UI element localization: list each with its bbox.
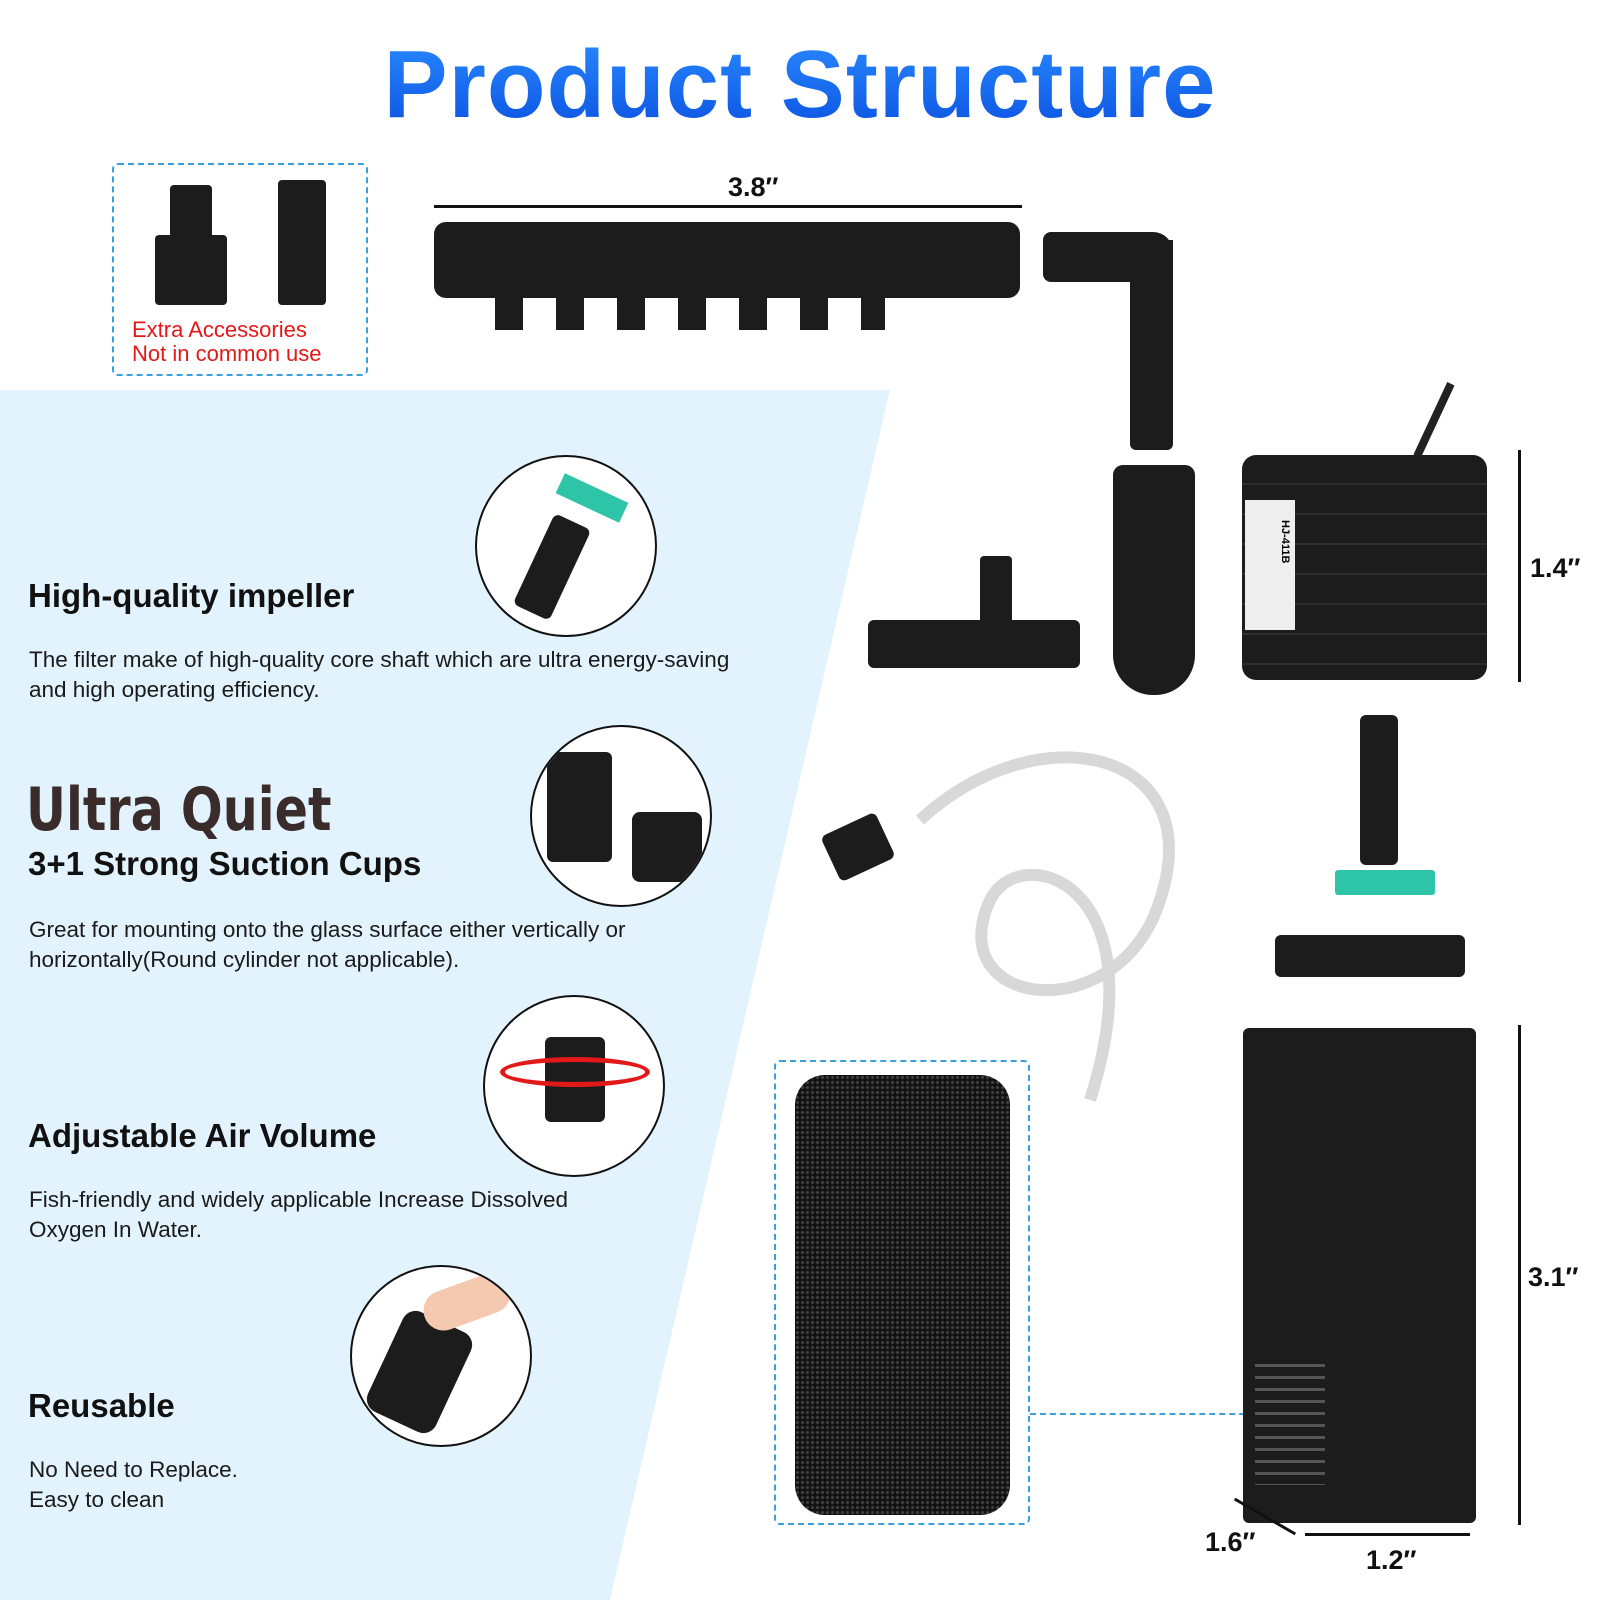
impeller-icon [475,455,657,637]
pump-label: HJ-411B [1245,500,1295,630]
impeller-cap-icon [1275,935,1465,977]
suction-cup-icon [530,725,712,907]
feature-headline-quiet: Ultra Quiet [26,775,332,845]
feature-desc-suction: Great for mounting onto the glass surfac… [29,917,626,972]
feature-title-suction: 3+1 Strong Suction Cups [28,845,422,882]
t-connector-icon [868,620,1080,668]
dimension-line [1518,450,1521,682]
feature-desc-air: Fish-friendly and widely applicable Incr… [29,1187,569,1242]
outlet-cover-icon [1113,465,1195,695]
dimension-pump-height: 1.4″ [1530,553,1581,583]
sponge-box [774,1060,1030,1525]
feature-desc-reusable: No Need to Replace.Easy to clean [29,1457,238,1512]
air-valve-icon [483,995,665,1177]
dimension-width: 1.2″ [1366,1545,1417,1575]
sponge-icon [350,1265,532,1447]
feature-title-impeller: High-quality impeller [28,577,355,614]
feature-title-reusable: Reusable [28,1387,175,1424]
adapter-large-icon [155,235,227,305]
dimension-depth: 1.6″ [1205,1527,1256,1557]
air-tube-icon [822,751,1175,1102]
power-cord-icon [1413,382,1455,458]
impeller-part-icon [1360,715,1398,865]
accessories-line1: Extra Accessories [132,317,307,342]
spray-bar-icon [434,222,1020,298]
page-title: Product Structure [0,30,1600,140]
dimension-line [434,205,1022,208]
dimension-line [1305,1533,1470,1536]
feature-desc-impeller: The filter make of high-quality core sha… [29,647,730,702]
sponge-icon [795,1075,1010,1515]
accessories-line2: Not in common use [132,341,322,366]
dimension-tube-length: 3.8″ [728,172,779,202]
feature-title-air: Adjustable Air Volume [28,1117,377,1154]
dimension-body-height: 3.1″ [1528,1262,1579,1292]
dimension-line [1518,1025,1521,1525]
adapter-small-icon [278,180,326,305]
accessories-box [112,163,368,376]
